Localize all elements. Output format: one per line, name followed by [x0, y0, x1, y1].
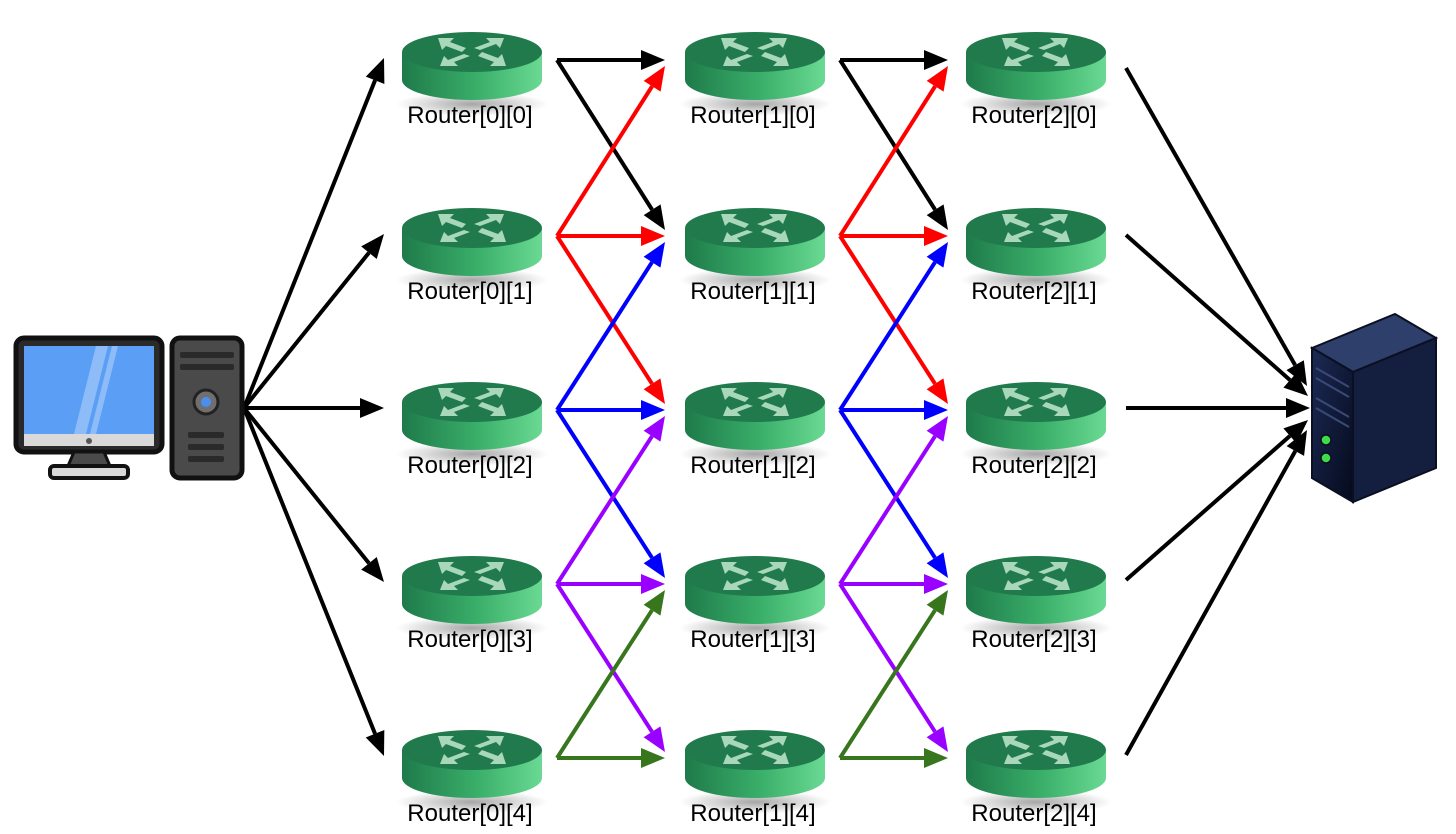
- router-icon: [960, 556, 1112, 640]
- router-0-0: Router[0][0]: [396, 32, 548, 129]
- edge-router-0-4-to-1-4: [557, 748, 665, 768]
- edge-computer-to-router-0-2: [244, 398, 384, 418]
- router-label: Router[0][2]: [407, 452, 532, 479]
- router-label: Router[0][4]: [407, 800, 532, 827]
- router-icon: [960, 730, 1112, 814]
- router-icon: [679, 556, 831, 640]
- edge-router-1-3-to-2-2: [838, 416, 948, 586]
- edge-router-1-1-to-2-0: [838, 66, 948, 238]
- router-grid: Router[0][0] Router[0][1] Router[0][2] Rout…: [396, 32, 1112, 827]
- router-label: Router[0][1]: [407, 278, 532, 305]
- server-tower-icon: [1309, 312, 1439, 504]
- edge-router-0-0-to-1-1: [555, 58, 665, 230]
- desktop-computer-icon: [13, 335, 245, 481]
- router-label: Router[2][4]: [971, 800, 1096, 827]
- router-icon: [679, 382, 831, 466]
- edge-router-1-0-to-2-0: [840, 50, 948, 70]
- router-2-1: Router[2][1]: [960, 208, 1112, 305]
- edge-router-1-4-to-2-3: [838, 590, 948, 760]
- router-1-2: Router[1][2]: [679, 382, 831, 479]
- edge-router-1-3-to-2-3: [840, 574, 948, 594]
- edge-router-2-0-to-server: [1124, 67, 1307, 386]
- edge-router-0-3-to-1-2: [555, 416, 665, 586]
- edge-router-0-3-to-1-3: [557, 574, 665, 594]
- edge-router-0-2-to-1-2: [557, 400, 665, 420]
- edge-router-0-1-to-1-0: [555, 66, 665, 238]
- router-0-4: Router[0][4]: [396, 730, 548, 827]
- edge-router-0-1-to-1-1: [557, 226, 665, 246]
- router-label: Router[2][0]: [971, 102, 1096, 129]
- edge-computer-to-router-0-0: [242, 58, 385, 409]
- edge-router-1-0-to-2-1: [838, 58, 948, 230]
- edge-router-2-1-to-server: [1124, 233, 1308, 396]
- router-label: Router[1][2]: [690, 452, 815, 479]
- router-1-4: Router[1][4]: [679, 730, 831, 827]
- router-label: Router[0][3]: [407, 626, 532, 653]
- router-icon: [396, 208, 548, 292]
- edge-router-2-2-to-server: [1126, 398, 1310, 418]
- router-0-3: Router[0][3]: [396, 556, 548, 653]
- router-1-0: Router[1][0]: [679, 32, 831, 129]
- edge-computer-to-router-0-4: [242, 407, 385, 756]
- edge-router-1-2-to-2-2: [840, 400, 948, 420]
- router-label: Router[0][0]: [407, 102, 532, 129]
- connection-arrows: [242, 50, 1310, 768]
- edge-router-0-2-to-1-3: [555, 408, 665, 578]
- router-icon: [960, 208, 1112, 292]
- router-icon: [960, 32, 1112, 116]
- router-2-4: Router[2][4]: [960, 730, 1112, 827]
- router-label: Router[2][2]: [971, 452, 1096, 479]
- edge-computer-to-router-0-1: [242, 234, 384, 410]
- router-label: Router[1][1]: [690, 278, 815, 305]
- router-icon: [679, 32, 831, 116]
- edge-router-1-1-to-2-1: [840, 226, 948, 246]
- router-0-1: Router[0][1]: [396, 208, 548, 305]
- edge-router-0-1-to-1-2: [555, 234, 665, 404]
- edge-computer-to-router-0-3: [242, 406, 384, 582]
- router-label: Router[1][3]: [690, 626, 815, 653]
- router-icon: [960, 382, 1112, 466]
- edge-router-0-0-to-1-0: [557, 50, 665, 70]
- edge-router-1-4-to-2-4: [840, 748, 948, 768]
- router-label: Router[2][1]: [971, 278, 1096, 305]
- router-icon: [396, 556, 548, 640]
- router-2-2: Router[2][2]: [960, 382, 1112, 479]
- router-0-2: Router[0][2]: [396, 382, 548, 479]
- router-2-0: Router[2][0]: [960, 32, 1112, 129]
- router-icon: [679, 730, 831, 814]
- edge-router-2-3-to-server: [1124, 420, 1308, 582]
- router-label: Router[2][3]: [971, 626, 1096, 653]
- router-icon: [679, 208, 831, 292]
- edge-router-0-4-to-1-3: [555, 590, 665, 760]
- edge-router-0-3-to-1-4: [555, 582, 665, 752]
- router-label: Router[1][0]: [690, 102, 815, 129]
- edge-router-0-2-to-1-1: [555, 242, 665, 412]
- edge-router-1-2-to-2-3: [838, 408, 948, 578]
- router-1-1: Router[1][1]: [679, 208, 831, 305]
- edge-router-1-1-to-2-2: [838, 234, 948, 404]
- edge-router-1-2-to-2-1: [838, 242, 948, 412]
- edge-router-1-3-to-2-4: [838, 582, 948, 752]
- router-icon: [396, 730, 548, 814]
- edge-router-2-4-to-server: [1124, 430, 1307, 756]
- router-2-3: Router[2][3]: [960, 556, 1112, 653]
- router-label: Router[1][4]: [690, 800, 815, 827]
- router-icon: [396, 382, 548, 466]
- router-1-3: Router[1][3]: [679, 556, 831, 653]
- router-icon: [396, 32, 548, 116]
